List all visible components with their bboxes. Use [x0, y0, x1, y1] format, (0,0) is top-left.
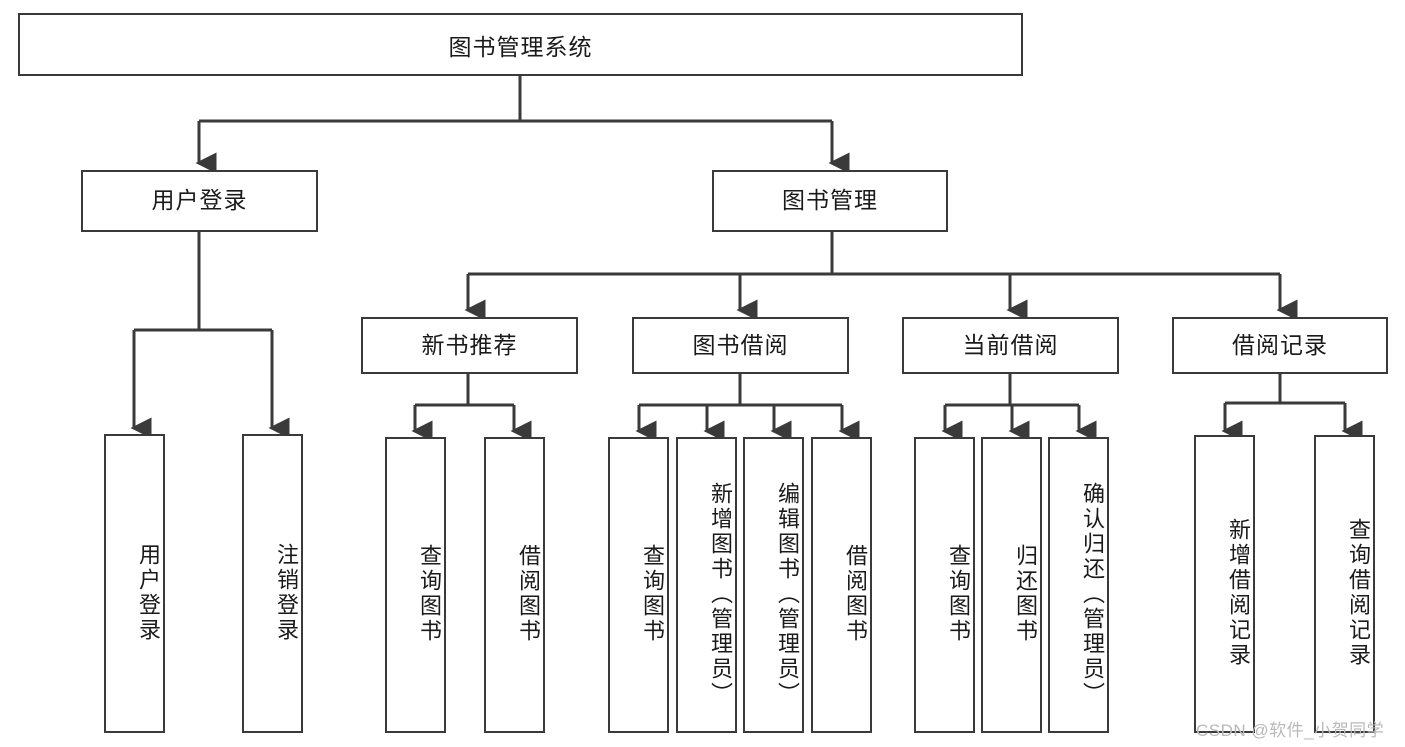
leaf-borrow-edit-book[interactable]: 编辑图书（管理员）	[743, 437, 804, 733]
watermark-csdn: CSDN @软件_小贺同学	[1196, 716, 1384, 741]
leaf-label: 借阅图书	[516, 544, 541, 644]
node-user-login[interactable]: 用户登录	[81, 170, 318, 232]
leaf-label: 新增借阅记录	[1226, 518, 1251, 668]
leaf-new-book-borrow[interactable]: 借阅图书	[484, 437, 545, 733]
node-book-management-label: 图书管理	[782, 187, 878, 214]
node-borrow-record[interactable]: 借阅记录	[1172, 317, 1388, 374]
leaf-label: 确认归还（管理员）	[1080, 481, 1105, 707]
node-new-book-recommend[interactable]: 新书推荐	[361, 317, 578, 374]
node-borrow-record-label: 借阅记录	[1232, 331, 1328, 358]
node-root-system[interactable]: 图书管理系统	[18, 13, 1023, 76]
leaf-label: 查询借阅记录	[1346, 518, 1371, 668]
leaf-label: 查询图书	[640, 544, 665, 644]
leaf-current-confirm-return[interactable]: 确认归还（管理员）	[1048, 437, 1109, 733]
leaf-user-login-login[interactable]: 用户登录	[104, 434, 165, 733]
node-book-borrow[interactable]: 图书借阅	[632, 317, 849, 374]
leaf-label: 查询图书	[417, 544, 442, 644]
leaf-label: 编辑图书（管理员）	[775, 481, 800, 707]
node-user-login-label: 用户登录	[151, 187, 248, 214]
leaf-label: 新增图书（管理员）	[708, 481, 733, 707]
leaf-label: 查询图书	[946, 544, 971, 644]
leaf-record-query-record[interactable]: 查询借阅记录	[1314, 435, 1375, 733]
leaf-label: 注销登录	[274, 542, 299, 643]
node-current-borrow-label: 当前借阅	[962, 331, 1059, 358]
node-new-book-recommend-label: 新书推荐	[421, 331, 518, 358]
leaf-record-add-record[interactable]: 新增借阅记录	[1194, 435, 1255, 733]
leaf-user-login-logout[interactable]: 注销登录	[242, 434, 303, 733]
node-book-borrow-label: 图书借阅	[692, 331, 789, 358]
node-root-label: 图书管理系统	[448, 33, 593, 60]
node-book-management[interactable]: 图书管理	[712, 170, 948, 232]
leaf-label: 用户登录	[136, 542, 161, 643]
watermark-text: CSDN @软件_小贺同学	[1196, 721, 1385, 740]
leaf-current-return-book[interactable]: 归还图书	[981, 437, 1042, 733]
leaf-borrow-add-book[interactable]: 新增图书（管理员）	[676, 437, 737, 733]
node-current-borrow[interactable]: 当前借阅	[902, 317, 1119, 374]
leaf-current-query-book[interactable]: 查询图书	[914, 437, 975, 733]
leaf-borrow-query-book[interactable]: 查询图书	[608, 437, 669, 733]
leaf-borrow-borrow-book[interactable]: 借阅图书	[811, 437, 872, 733]
leaf-new-book-query[interactable]: 查询图书	[385, 437, 446, 733]
leaf-label: 归还图书	[1013, 544, 1038, 644]
leaf-label: 借阅图书	[843, 544, 868, 644]
